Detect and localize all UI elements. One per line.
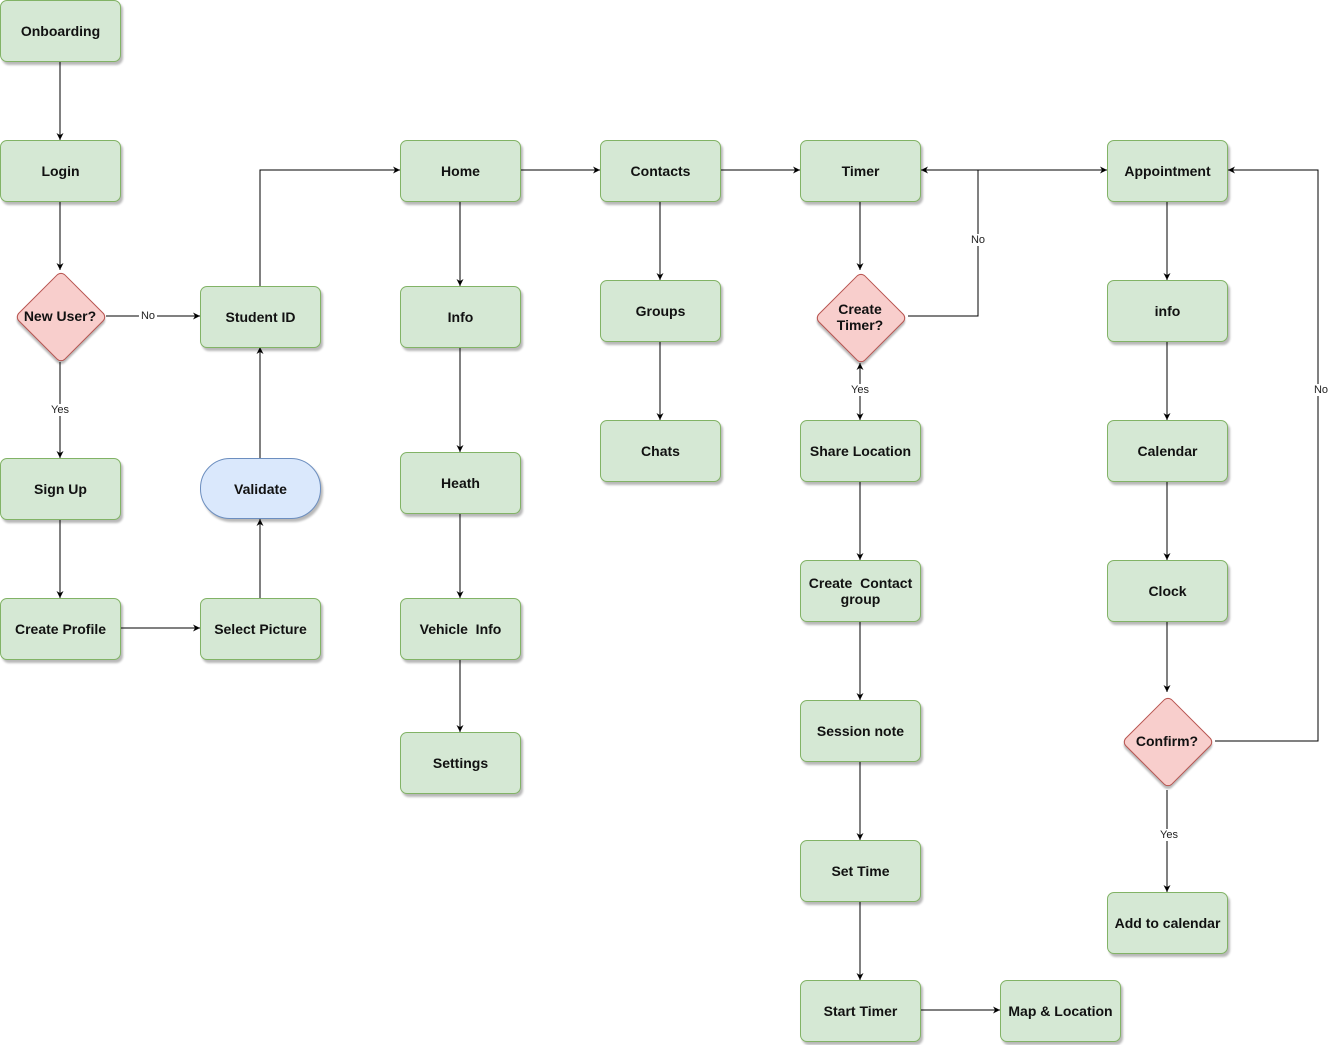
node-onboarding[interactable]: Onboarding <box>0 0 121 62</box>
node-validate[interactable]: Validate <box>200 458 321 519</box>
node-confirm-label: Confirm? <box>1135 733 1199 749</box>
node-home[interactable]: Home <box>400 140 521 202</box>
node-create-contact-group[interactable]: Create Contact group <box>800 560 921 622</box>
node-login[interactable]: Login <box>0 140 121 202</box>
node-add-to-calendar[interactable]: Add to calendar <box>1107 892 1228 954</box>
node-new-user-label: New User? <box>23 308 97 324</box>
node-student-id[interactable]: Student ID <box>200 286 321 348</box>
node-add-to-calendar-label: Add to calendar <box>1114 915 1221 931</box>
node-timer[interactable]: Timer <box>800 140 921 202</box>
node-student-id-label: Student ID <box>225 309 296 325</box>
node-clock[interactable]: Clock <box>1107 560 1228 622</box>
node-create-profile[interactable]: Create Profile <box>0 598 121 660</box>
edge-label-confirm-no: No <box>1311 384 1330 396</box>
node-settings[interactable]: Settings <box>400 732 521 794</box>
node-map-location[interactable]: Map & Location <box>1000 980 1121 1042</box>
node-share-location-label: Share Location <box>809 443 912 459</box>
node-onboarding-label: Onboarding <box>20 23 101 39</box>
edge-label-new-user-yes: Yes <box>49 404 71 416</box>
node-groups-label: Groups <box>635 303 686 319</box>
node-info-label: Info <box>447 309 474 325</box>
edge-label-confirm-yes: Yes <box>1158 829 1180 841</box>
node-vehicle-info-label: Vehicle Info <box>419 621 502 637</box>
node-create-timer-label: Create Timer? <box>836 300 884 333</box>
node-heath-label: Heath <box>441 475 480 491</box>
edge-confirm-no <box>1215 166 1319 742</box>
node-appt-info-label: info <box>1154 303 1181 319</box>
edge-label-new-user-no: No <box>138 310 158 322</box>
node-appointment[interactable]: Appointment <box>1107 140 1228 202</box>
node-contacts-label: Contacts <box>630 163 691 179</box>
node-settings-label: Settings <box>432 755 489 771</box>
node-create-timer-decision[interactable]: Create Timer? <box>812 270 908 365</box>
node-select-picture-label: Select Picture <box>214 621 307 637</box>
node-calendar-label: Calendar <box>1137 443 1198 459</box>
node-groups[interactable]: Groups <box>600 280 721 342</box>
node-sign-up-label: Sign Up <box>34 481 87 497</box>
node-vehicle-info[interactable]: Vehicle Info <box>400 598 521 660</box>
node-login-label: Login <box>41 163 80 179</box>
node-create-profile-label: Create Profile <box>14 621 107 637</box>
node-clock-label: Clock <box>1148 583 1187 599</box>
node-start-timer-label: Start Timer <box>823 1003 898 1019</box>
edge-student-id-home <box>259 166 400 286</box>
node-heath[interactable]: Heath <box>400 452 521 514</box>
node-session-note-label: Session note <box>816 723 905 739</box>
node-chats[interactable]: Chats <box>600 420 721 482</box>
node-set-time-label: Set Time <box>831 863 890 879</box>
node-create-contact-group-label: Create Contact group <box>808 575 917 607</box>
node-session-note[interactable]: Session note <box>800 700 921 762</box>
edge-label-create-timer-yes: Yes <box>849 384 871 396</box>
node-contacts[interactable]: Contacts <box>600 140 721 202</box>
node-share-location[interactable]: Share Location <box>800 420 921 482</box>
node-appointment-label: Appointment <box>1124 163 1211 179</box>
node-sign-up[interactable]: Sign Up <box>0 458 121 520</box>
node-new-user-decision[interactable]: New User? <box>14 270 108 364</box>
edge-label-create-timer-no: No <box>968 234 988 246</box>
node-confirm-decision[interactable]: Confirm? <box>1119 692 1215 790</box>
node-map-location-label: Map & Location <box>1008 1003 1113 1019</box>
node-home-label: Home <box>441 163 480 179</box>
node-chats-label: Chats <box>641 443 680 459</box>
node-calendar[interactable]: Calendar <box>1107 420 1228 482</box>
node-select-picture[interactable]: Select Picture <box>200 598 321 660</box>
node-set-time[interactable]: Set Time <box>800 840 921 902</box>
node-timer-label: Timer <box>841 163 880 179</box>
node-info[interactable]: Info <box>400 286 521 348</box>
node-appt-info[interactable]: info <box>1107 280 1228 342</box>
node-start-timer[interactable]: Start Timer <box>800 980 921 1042</box>
node-validate-label: Validate <box>234 480 287 497</box>
